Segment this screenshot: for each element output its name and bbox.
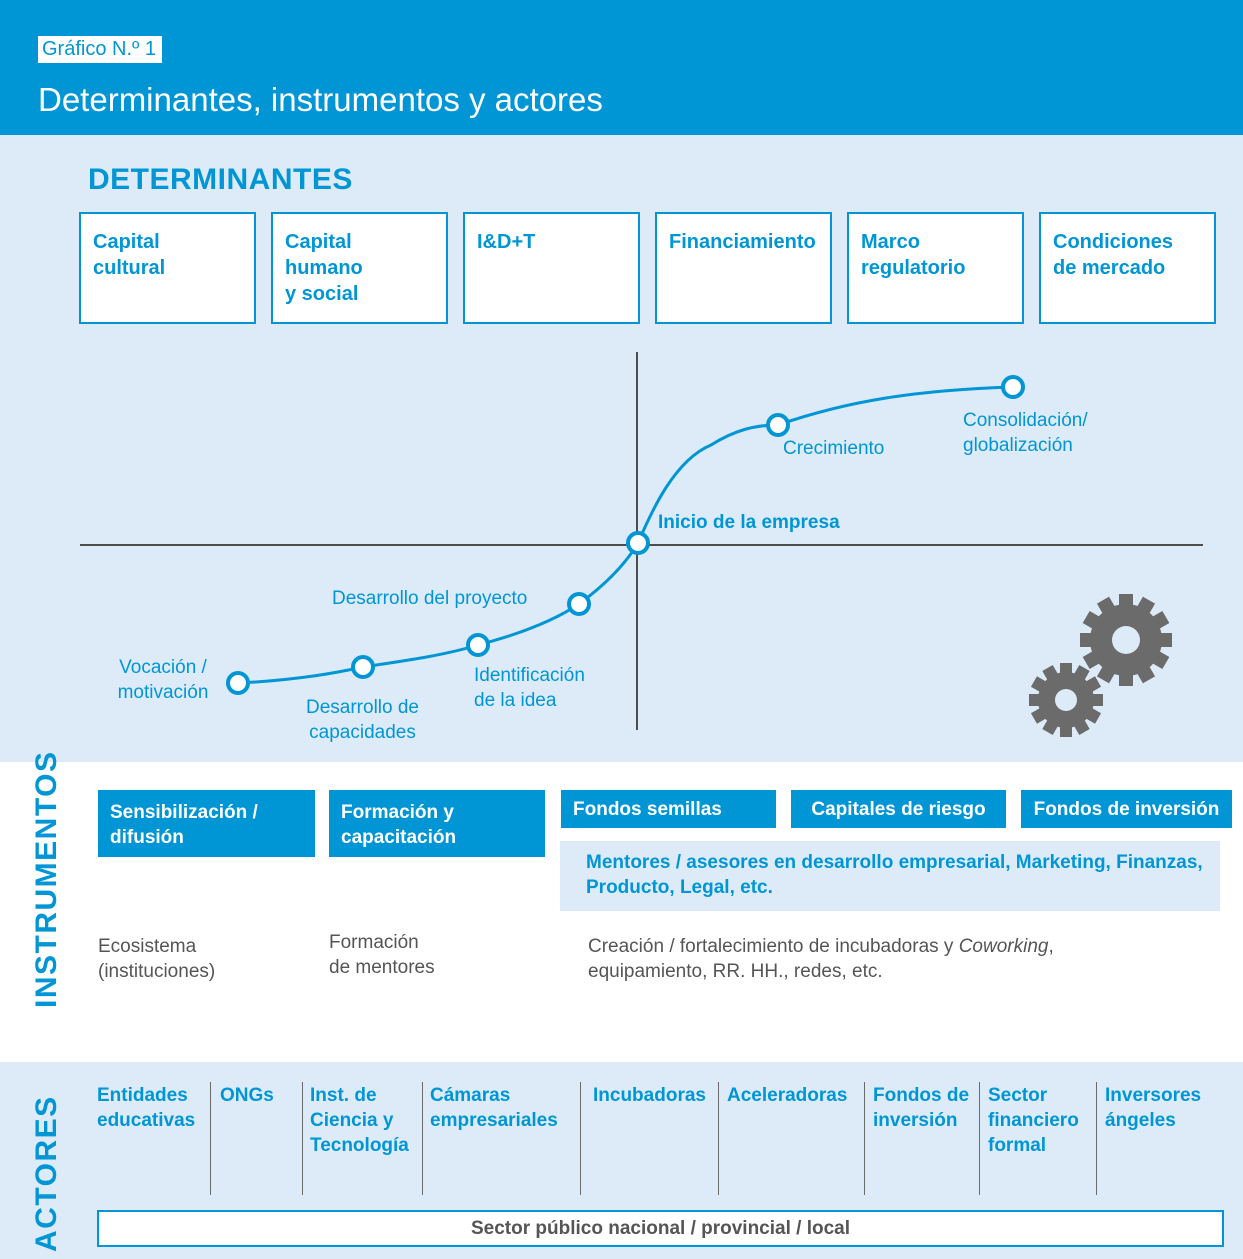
figure-label: Gráfico N.º 1 xyxy=(38,36,163,63)
stage-label-crecimiento: Crecimiento xyxy=(783,438,885,459)
actor-divider xyxy=(210,1082,211,1195)
actor-ongs: ONGs xyxy=(220,1085,274,1106)
formacion-mentores-text: Formación de mentores xyxy=(329,932,435,978)
mentores-box: Mentores / asesores en desarrollo empres… xyxy=(560,841,1220,911)
figure-title: Determinantes, instrumentos y actores xyxy=(38,81,603,118)
stage-node-vocacion xyxy=(226,671,250,695)
actor-fondos-inversion: Fondos de inversión xyxy=(873,1085,970,1131)
actor-divider xyxy=(864,1082,865,1195)
instrumentos-heading: INSTRUMENTOS xyxy=(30,750,63,1008)
determinante-box-financiamiento: Financiamiento xyxy=(655,212,832,324)
stage-node-consolidacion xyxy=(1001,375,1025,399)
instrument-box-fondos-inversion: Fondos de inversión xyxy=(1021,790,1232,828)
stage-label-desarrollo-capacidades: Desarrollo de capacidades xyxy=(306,697,419,743)
actor-incubadoras: Incubadoras xyxy=(593,1085,706,1106)
instrument-box-sensibilizacion: Sensibilización / difusión xyxy=(98,790,315,857)
lifecycle-curve-diagram xyxy=(80,352,1203,737)
actor-divider xyxy=(979,1082,980,1195)
actor-aceleradoras: Aceleradoras xyxy=(727,1085,848,1106)
actor-divider xyxy=(1096,1082,1097,1195)
stage-node-inicio-empresa xyxy=(626,531,650,555)
stage-node-desarrollo-capacidades xyxy=(351,655,375,679)
determinante-box-condiciones-mercado: Condiciones de mercado xyxy=(1039,212,1216,324)
actor-divider xyxy=(302,1082,303,1195)
actores-heading: ACTORES xyxy=(30,1095,63,1252)
stage-label-identificacion: Identificación de la idea xyxy=(474,665,585,711)
instrument-box-formacion: Formación y capacitación xyxy=(329,790,545,857)
stage-label-desarrollo-proyecto: Desarrollo del proyecto xyxy=(332,588,528,609)
actor-camaras-empresariales: Cámaras empresariales xyxy=(430,1085,558,1131)
determinante-box-capital-cultural: Capital cultural xyxy=(79,212,256,324)
gears-icon xyxy=(1029,594,1172,737)
actor-sector-financiero: Sector financiero formal xyxy=(988,1085,1079,1156)
stage-node-crecimiento xyxy=(766,413,790,437)
creacion-incubadoras-text: Creación / fortalecimiento de incubadora… xyxy=(588,936,1054,982)
determinantes-heading: DETERMINANTES xyxy=(88,163,353,196)
actor-entidades-educativas: Entidades educativas xyxy=(97,1085,196,1131)
stage-label-consolidacion: Consolidación/ globalización xyxy=(963,410,1088,456)
actor-divider xyxy=(580,1082,581,1195)
sector-publico-box: Sector público nacional / provincial / l… xyxy=(97,1210,1224,1247)
stage-node-desarrollo-proyecto xyxy=(567,592,591,616)
determinante-box-marco-regulatorio: Marco regulatorio xyxy=(847,212,1024,324)
figure-header xyxy=(0,0,1243,135)
actor-divider xyxy=(422,1082,423,1195)
actor-inversores-angeles: Inversores ángeles xyxy=(1105,1085,1202,1131)
determinante-box-idt: I&D+T xyxy=(463,212,640,324)
lifecycle-curve xyxy=(237,385,1014,685)
instrument-box-fondos-semillas: Fondos semillas xyxy=(561,790,776,828)
actor-divider xyxy=(718,1082,719,1195)
determinante-box-capital-humano: Capital humano y social xyxy=(271,212,448,324)
actor-inst-ciencia: Inst. de Ciencia y Tecnología xyxy=(310,1085,409,1156)
stage-label-inicio-empresa: Inicio de la empresa xyxy=(658,512,840,533)
stage-label-vocacion: Vocación / motivación xyxy=(117,657,209,703)
stage-node-identificacion xyxy=(466,633,490,657)
ecosistema-text: Ecosistema (instituciones) xyxy=(98,936,216,982)
instrument-box-capitales-riesgo: Capitales de riesgo xyxy=(791,790,1006,828)
